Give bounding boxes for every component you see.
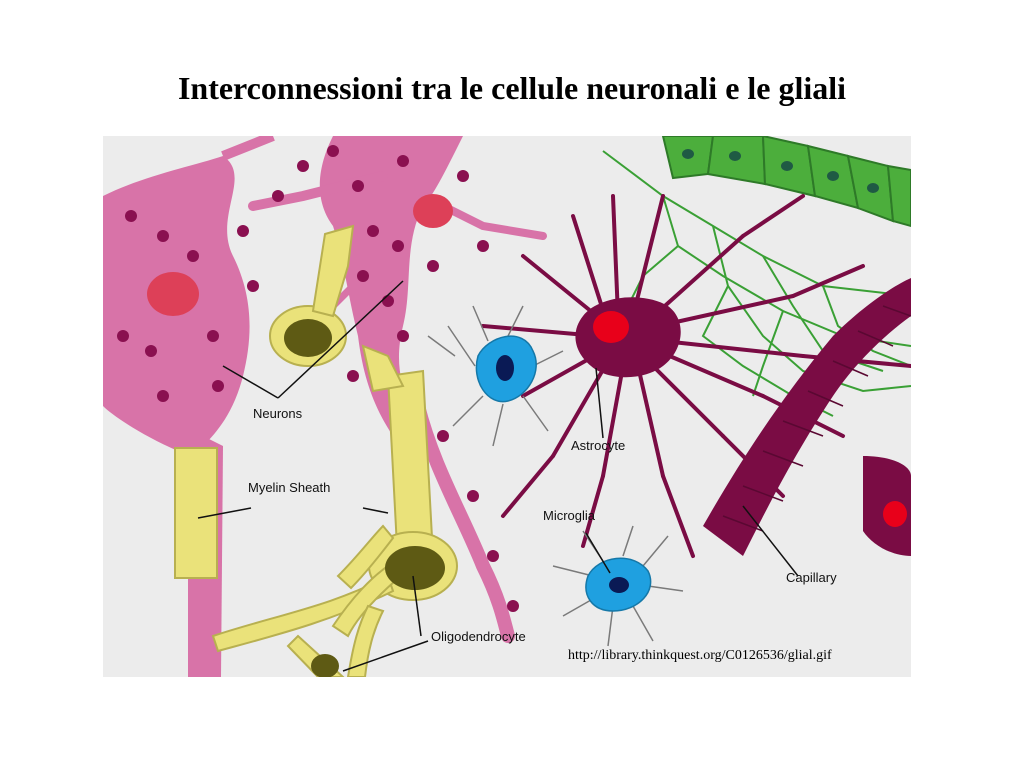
label-myelin-sheath: Myelin Sheath [248,480,330,495]
neurons [103,136,547,677]
slide-title: Interconnessioni tra le cellule neuronal… [177,70,847,106]
capillary [703,278,911,556]
label-oligodendrocyte: Oligodendrocyte [431,629,526,644]
label-microglia: Microglia [543,508,596,523]
microglia [427,305,684,647]
label-neurons: Neurons [253,406,303,421]
myelin-sheaths [174,224,458,677]
epithelial-cells [602,136,911,417]
label-capillary: Capillary [786,570,837,585]
glial-cells-diagram: Neurons Myelin Sheath Astrocyte Microgli… [103,136,911,677]
leader-lines [197,280,799,672]
source-url: http://library.thinkquest.org/C0126536/g… [568,648,832,663]
label-astrocyte: Astrocyte [571,438,625,453]
